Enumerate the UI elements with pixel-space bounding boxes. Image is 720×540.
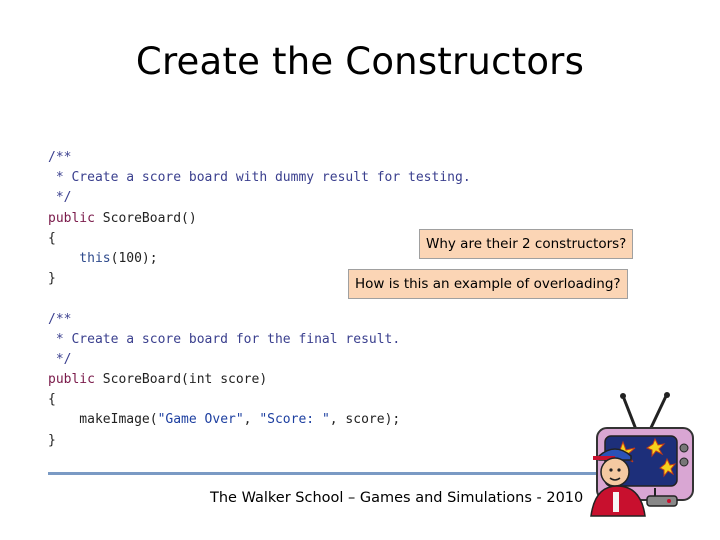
code-token: /** (48, 150, 72, 165)
code-token: * Create a score board for the final res… (48, 331, 401, 347)
code-token: */ (48, 190, 72, 206)
code-token: "Score: " (259, 412, 330, 428)
code-token: * Create a score board with dummy result… (48, 170, 471, 186)
code-token: { (48, 392, 56, 408)
code-token: public (48, 210, 95, 226)
code-token: { (48, 230, 56, 246)
code-line: public ScoreBoard(int score) (48, 370, 471, 390)
code-line: { (48, 390, 471, 410)
callout-question-overloading: How is this an example of overloading? (348, 269, 628, 299)
footer-divider (48, 472, 608, 475)
code-token: } (48, 432, 56, 448)
code-line: public ScoreBoard() (48, 209, 471, 229)
code-token: makeImage( (48, 412, 158, 428)
code-token: ScoreBoard(int score) (94, 372, 268, 388)
code-line: this(100); (48, 249, 471, 269)
code-line: */ (48, 350, 471, 370)
code-listing: /** * Create a score board with dummy re… (48, 148, 471, 451)
code-line: /** (48, 310, 471, 330)
code-token: "Game Over" (157, 412, 244, 428)
code-token: , score); (329, 412, 401, 428)
code-token: */ (48, 351, 72, 367)
code-token: /** (48, 311, 72, 327)
code-line: } (48, 431, 471, 451)
tv-kid-clipart-icon (585, 392, 710, 522)
code-line: * Create a score board with dummy result… (48, 168, 471, 188)
callout-question-constructors: Why are their 2 constructors? (419, 229, 634, 259)
code-line: */ (48, 188, 471, 208)
slide-title: Create the Constructors (135, 40, 585, 83)
code-token: } (48, 271, 56, 287)
code-token: , (243, 412, 260, 428)
code-line: { (48, 229, 471, 249)
code-line: * Create a score board for the final res… (48, 330, 471, 350)
code-line: /** (48, 148, 471, 168)
code-line: makeImage("Game Over", "Score: ", score)… (48, 410, 471, 430)
code-token: this (48, 250, 111, 266)
code-token: ScoreBoard() (94, 210, 197, 226)
footer-text: The Walker School – Games and Simulation… (210, 490, 584, 506)
code-token: public (48, 372, 95, 388)
code-token: (100); (110, 250, 158, 266)
code-line: } (48, 269, 471, 289)
